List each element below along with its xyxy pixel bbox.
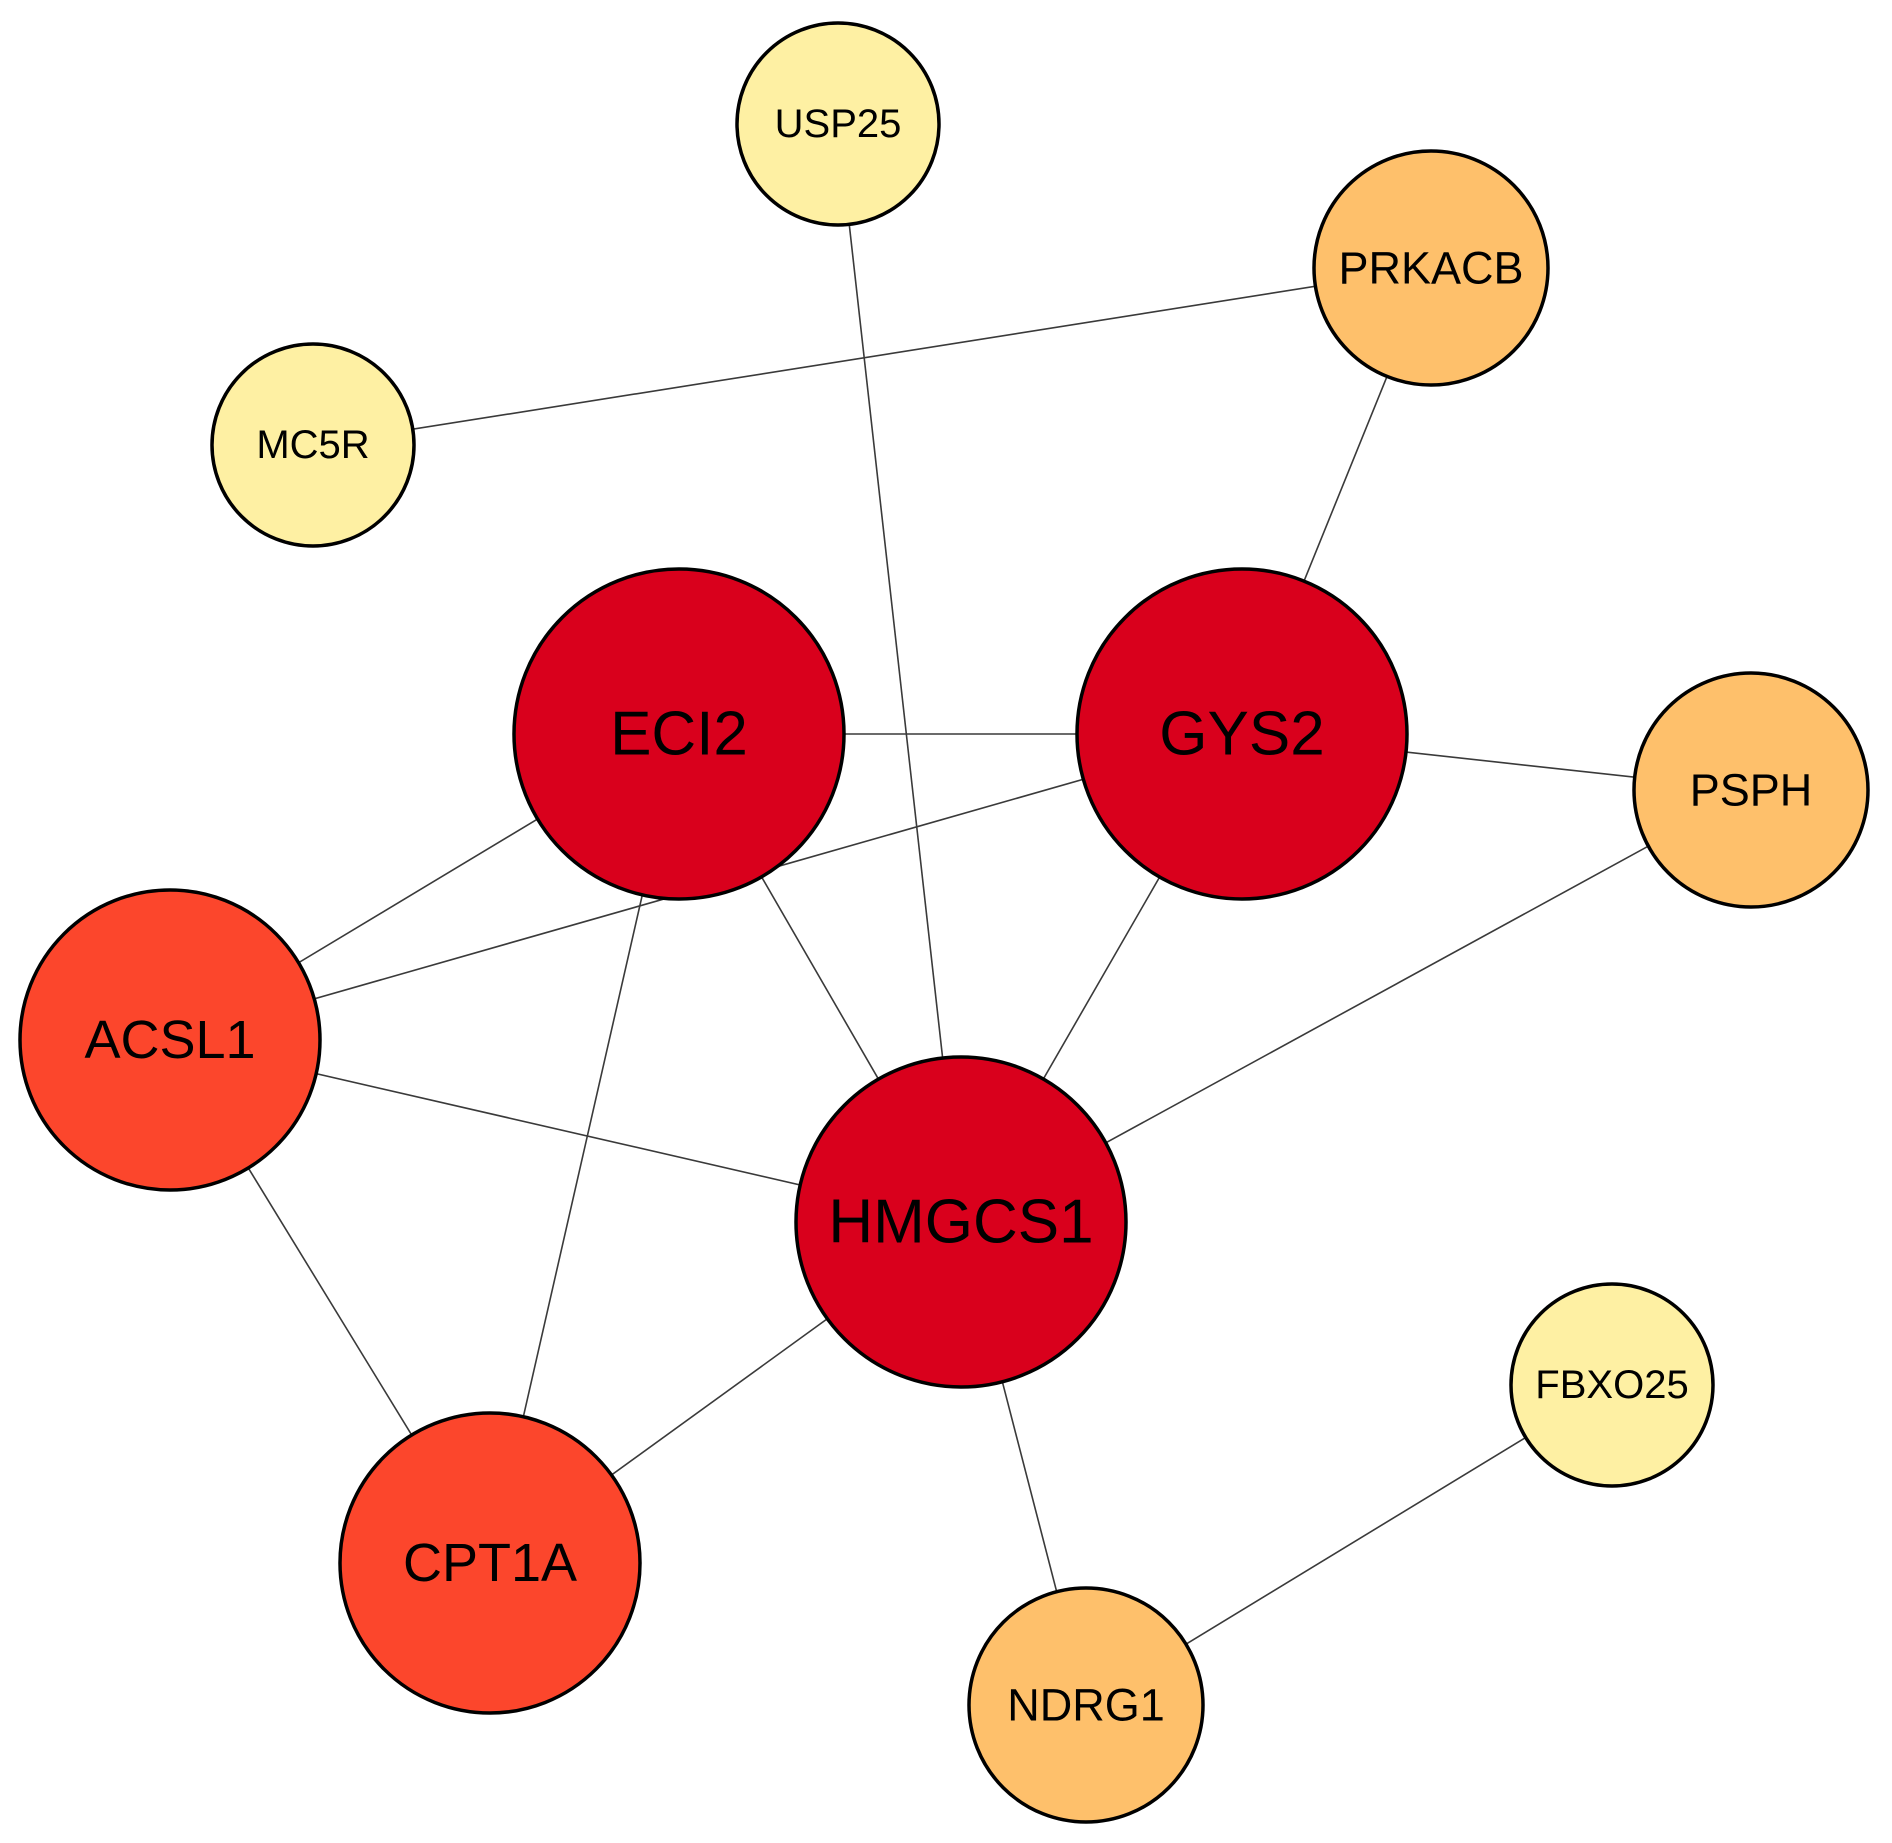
node-label: CPT1A (403, 1533, 577, 1593)
node-label: USP25 (775, 102, 902, 146)
node-prkacb[interactable]: PRKACB (1312, 149, 1550, 387)
node-label: ACSL1 (84, 1010, 255, 1070)
node-label: ECI2 (610, 700, 748, 769)
node-circle (1509, 1282, 1715, 1488)
node-label: PRKACB (1338, 243, 1523, 294)
node-label: PSPH (1690, 765, 1813, 816)
node-circle (794, 1055, 1128, 1389)
node-fbxo25[interactable]: FBXO25 (1509, 1282, 1715, 1488)
node-circle (1632, 671, 1870, 909)
node-label: FBXO25 (1535, 1363, 1688, 1407)
node-label: MC5R (256, 423, 369, 467)
node-psph[interactable]: PSPH (1632, 671, 1870, 909)
node-ndrg1[interactable]: NDRG1 (967, 1586, 1205, 1824)
node-circle (1075, 567, 1409, 901)
node-label: HMGCS1 (828, 1188, 1093, 1257)
edge-prkacb-mc5r (312, 267, 1432, 446)
node-circle (735, 21, 941, 227)
node-cpt1a[interactable]: CPT1A (338, 1411, 642, 1715)
node-label: NDRG1 (1007, 1680, 1165, 1731)
node-circle (1312, 149, 1550, 387)
node-circle (18, 888, 322, 1192)
node-label: GYS2 (1159, 700, 1324, 769)
node-acsl1[interactable]: ACSL1 (18, 888, 322, 1192)
node-circle (338, 1411, 642, 1715)
node-gys2[interactable]: GYS2 (1075, 567, 1409, 901)
node-hmgcs1[interactable]: HMGCS1 (794, 1055, 1128, 1389)
node-eci2[interactable]: ECI2 (512, 567, 846, 901)
edge-usp25-hmgcs1 (837, 123, 962, 1223)
node-circle (210, 342, 416, 548)
node-circle (967, 1586, 1205, 1824)
node-circle (512, 567, 846, 901)
node-mc5r[interactable]: MC5R (210, 342, 416, 548)
node-usp25[interactable]: USP25 (735, 21, 941, 227)
